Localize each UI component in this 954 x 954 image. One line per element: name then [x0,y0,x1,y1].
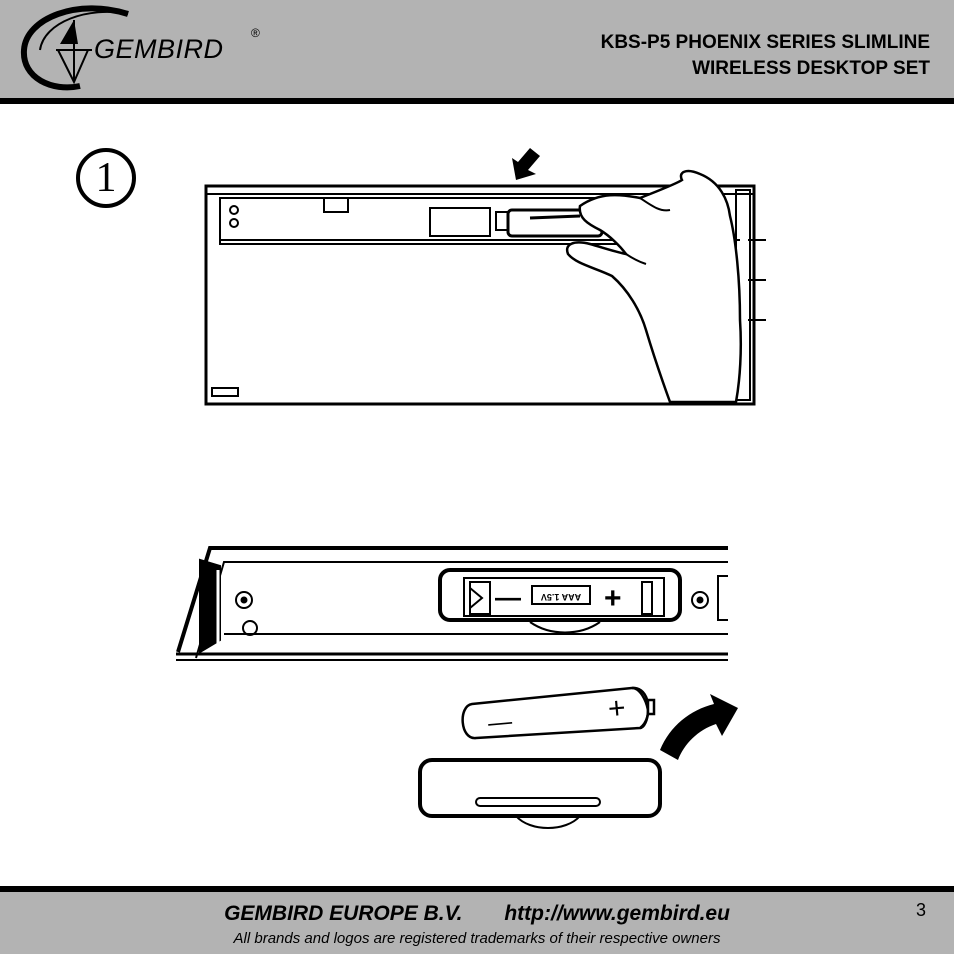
page-number: 3 [915,900,926,920]
website-link[interactable]: http://www.gembird.eu [504,902,730,925]
header-bar: GEMBIRD ® KBS-P5 PHOENIX SERIES SLIMLINE… [0,0,954,104]
battery-cover [418,758,662,829]
registered-mark: ® [251,26,260,40]
battery-minus-label: — [487,708,513,737]
plus-terminal-label: + [604,582,622,615]
battery-type-label: AAA 1.5V [541,592,581,602]
step-number-badge: 1 [76,148,136,208]
gembird-logo: GEMBIRD ® [18,4,268,96]
keyboard-edge [176,546,728,661]
battery-plus-label: + [607,691,627,725]
title-line-2: WIRELESS DESKTOP SET [692,58,930,79]
hand-illustration [565,169,743,404]
logo-text: GEMBIRD [94,34,224,64]
minus-terminal-label: — [495,582,521,612]
battery-compartment-illustration: — AAA 1.5V + — + [176,546,738,829]
company-name: GEMBIRD EUROPE B.V. [224,902,463,925]
document-title: KBS-P5 PHOENIX SERIES SLIMLINE WIRELESS … [601,30,930,82]
battery-slot [438,568,682,634]
keyboard-back-illustration [204,148,766,406]
footer-bar: GEMBIRD EUROPE B.V. http://www.gembird.e… [0,886,954,954]
aaa-battery [461,686,656,740]
logo-swoosh-icon [20,5,129,91]
trademark-disclaimer: All brands and logos are registered trad… [233,930,721,947]
insert-arrow-icon [660,694,738,760]
title-line-1: KBS-P5 PHOENIX SERIES SLIMLINE [600,32,930,53]
footer-main: GEMBIRD EUROPE B.V. http://www.gembird.e… [0,902,954,926]
push-arrow-icon [512,148,540,180]
